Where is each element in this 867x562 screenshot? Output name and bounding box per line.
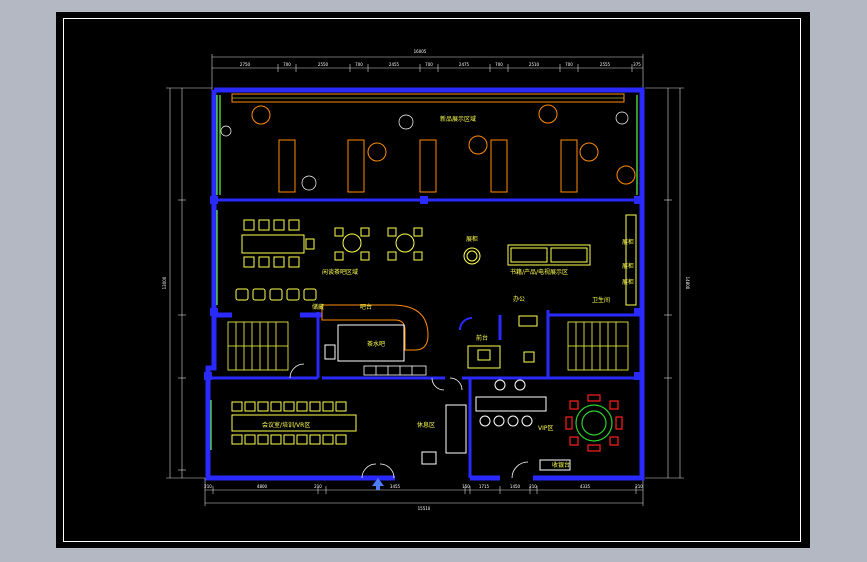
room-label-display-wall: 书籍/产品/电视展示区 [510,268,568,276]
room-label-bar: 吧台 [360,303,372,311]
dim-label: 375 [633,62,641,67]
drawing-frame [63,18,801,542]
right-side-shelves [625,214,637,306]
right-total-dim: 14800 [685,277,690,290]
dim-label: 210 [529,484,537,489]
tv-display-wall [507,244,591,266]
dim-label: 150 [462,484,470,489]
room-label-office: 办公 [513,295,525,303]
room-label-exhibit: 新品展示区域 [440,115,476,123]
dim-label: 700 [495,62,503,67]
drawing-sheet [56,12,810,548]
round-tables [334,227,481,265]
stair-right [567,321,629,371]
dim-label: 2455 [389,62,400,67]
meeting-table-mid [241,219,315,268]
plants [220,111,629,191]
bottom-dimensions [204,478,644,506]
left-total-dim: 13000 [162,276,167,289]
dim-label: 2475 [459,62,470,67]
dim-label: 2510 [529,62,540,67]
dim-label: 700 [565,62,573,67]
shelf-tag-2: 展柜 [622,262,634,270]
stair-left [227,321,289,371]
dim-label: 4335 [580,484,591,489]
display-columns [251,104,636,185]
room-label-storage: 储藏 [312,303,324,311]
dim-label: 1450 [510,484,521,489]
dim-label: 3455 [390,484,401,489]
vip-table [475,379,547,427]
cashier-counter [539,459,571,471]
dim-label: 2750 [240,62,251,67]
room-label-vip: VIP区 [538,425,554,432]
training-table [231,401,357,445]
columns [204,196,642,380]
display-cabinets [278,139,578,193]
top-dimensions [211,54,644,90]
dim-label: 1715 [479,484,490,489]
shelf-tag-1: 展柜 [622,238,634,246]
kitchen-block [324,324,405,362]
dim-label: 700 [355,62,363,67]
room-label-pillar: 展柜 [466,235,478,243]
top-shelf [231,93,625,103]
lounge-chairs [235,288,317,301]
dim-label: 700 [283,62,291,67]
room-label-kitchen: 茶水吧 [367,340,385,348]
room-label-lounge: 休息区 [417,421,435,429]
bottom-segment-dims: 210 4800 210 3455 150 1715 1450 210 4335… [204,484,643,489]
entrance-arrow-icon [372,478,384,490]
dim-label: 2555 [600,62,611,67]
side-dimensions [166,87,684,479]
front-desk [467,315,538,369]
lounge-sofa [421,404,467,465]
top-segment-dims: 2750 700 2550 700 2455 700 2475 700 2510… [240,62,641,67]
top-total-dim: 16005 [414,49,427,54]
dim-label: 210 [635,484,643,489]
dim-label: 2550 [318,62,329,67]
dim-label: 210 [314,484,322,489]
shelf-tag-3: 展柜 [622,278,634,286]
dim-label: 210 [204,484,212,489]
doors [289,363,529,479]
bar-counter [321,304,429,351]
glass-partitions [210,95,638,450]
dim-label: 4800 [257,484,268,489]
room-label-meeting: 会议室/培训/VR区 [262,421,310,429]
room-label-casual: 闲谈茶吧区域 [322,268,358,276]
room-label-counter: 收银台 [552,461,570,469]
round-dining-table [565,394,623,452]
dim-label: 700 [425,62,433,67]
inner-walls [208,198,642,478]
bottom-total-dim: 15510 [418,506,431,511]
counter-strip [363,365,427,376]
front-door-swing [459,317,473,331]
room-label-front-desk: 前台 [476,334,488,342]
room-label-toilet: 卫生间 [592,296,610,304]
